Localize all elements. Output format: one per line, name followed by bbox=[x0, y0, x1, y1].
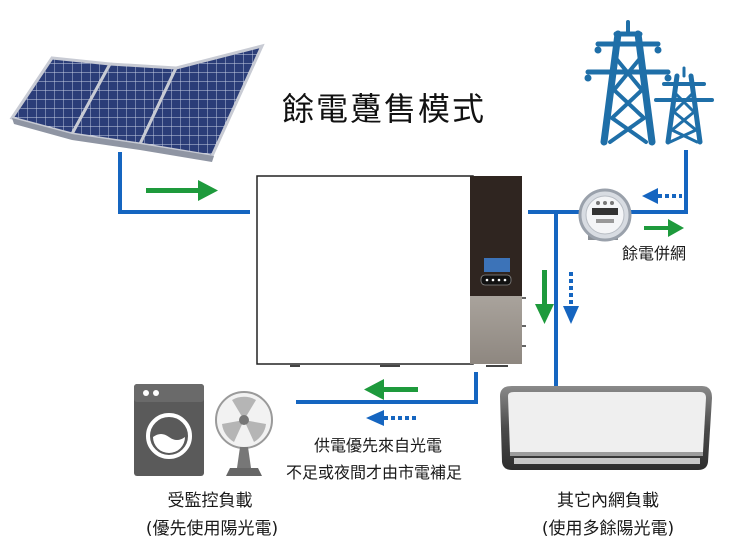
diagram-title: 餘電躉售模式 bbox=[282, 90, 487, 128]
grid-export-label: 餘電併網 bbox=[622, 244, 687, 263]
solar-flow-arrow bbox=[146, 180, 218, 201]
grid-import-arrow bbox=[642, 188, 682, 204]
power-tower-icon bbox=[654, 66, 714, 145]
other-load-note: (使用多餘陽光電) bbox=[541, 519, 675, 539]
controlled-load-note: (優先使用陽光電) bbox=[145, 519, 279, 539]
electric-meter-icon bbox=[578, 188, 632, 242]
other-load-label: 其它內網負載 bbox=[557, 491, 659, 511]
grid-export-arrow bbox=[644, 219, 684, 237]
supply-note-line1: 供電優先來自光電 bbox=[314, 436, 443, 455]
power-wiring bbox=[118, 150, 688, 404]
load-grid-arrow bbox=[366, 410, 418, 426]
inverter-icon bbox=[256, 175, 526, 367]
solar-down-arrow bbox=[535, 270, 554, 324]
solar-panel-icon bbox=[9, 43, 265, 162]
grid-down-arrow bbox=[563, 272, 579, 324]
controlled-load-label: 受監控負載 bbox=[167, 491, 253, 511]
power-tower-icon bbox=[584, 20, 672, 146]
air-conditioner-icon bbox=[500, 386, 712, 470]
electric-fan-icon bbox=[215, 391, 273, 476]
washing-machine-icon bbox=[134, 384, 204, 476]
supply-note-line2: 不足或夜間才由市電補足 bbox=[286, 463, 463, 482]
load-solar-arrow bbox=[364, 379, 418, 400]
